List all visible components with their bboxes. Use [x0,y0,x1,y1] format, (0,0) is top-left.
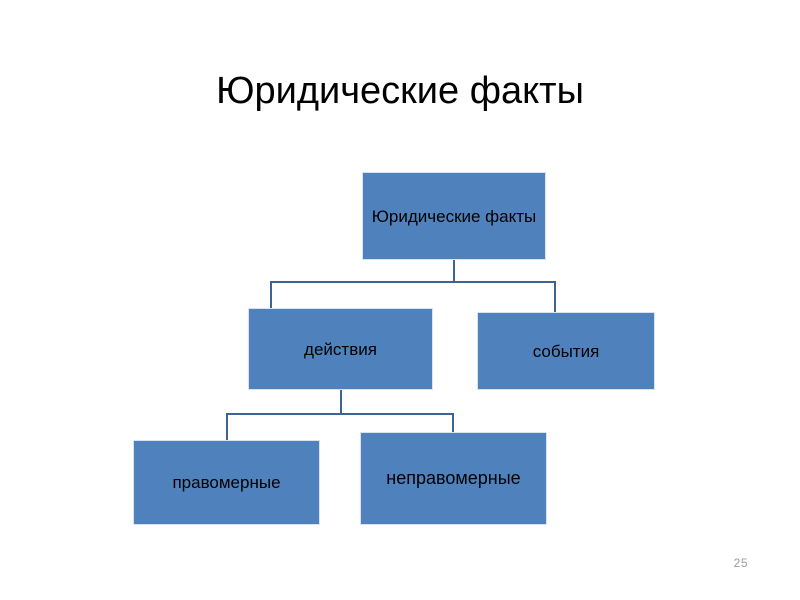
diagram-node-actions: действия [248,308,433,390]
diagram-node-lawful-label: правомерные [172,473,281,492]
diagram-node-unlawful: неправомерные [360,432,547,525]
diagram-node-events-label: события [532,341,600,361]
diagram-node-events: события [477,312,655,390]
page-title: Юридические факты [216,70,584,112]
diagram-node-root-label: Юридические факты [371,206,537,226]
connector-actions-stem [340,390,342,415]
diagram-node-root: Юридические факты [362,172,546,260]
connector-level2-bus [226,413,454,415]
connector-to-events [554,281,556,313]
diagram-node-lawful: правомерные [133,440,320,525]
connector-root-stem [453,260,455,283]
connector-to-unlawful [452,413,454,433]
diagram-node-actions-label: действия [304,339,377,359]
page-number: 25 [733,556,748,570]
diagram-node-unlawful-label: неправомерные [386,468,521,488]
connector-to-actions [270,281,272,309]
connector-to-lawful [226,413,228,441]
connector-level1-bus [270,281,556,283]
